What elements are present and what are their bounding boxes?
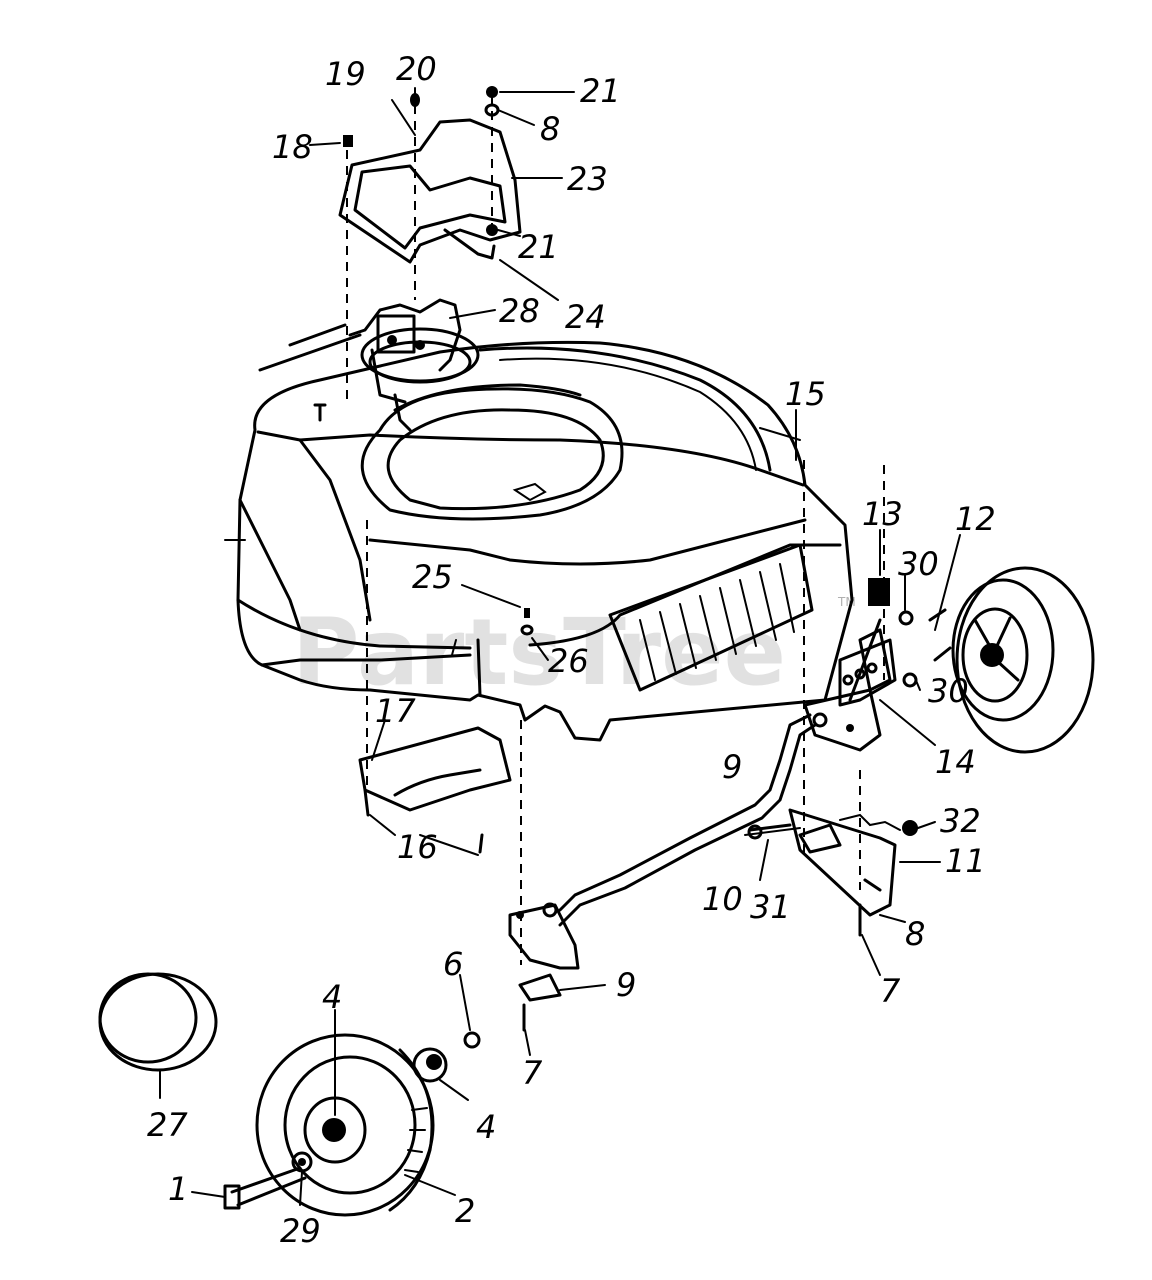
callout-13: 13 [862, 495, 903, 533]
callout-labels: 1 2 4 4 6 7 7 8 8 9 9 10 11 12 13 14 15 … [147, 50, 996, 1250]
front-flap [358, 726, 512, 854]
callout-6: 6 [443, 945, 463, 983]
callout-19: 19 [325, 55, 366, 93]
leader-lines [159, 87, 961, 1206]
callout-26: 26 [548, 642, 589, 680]
callout-30-top: 30 [898, 545, 939, 583]
callout-21-top: 21 [580, 72, 621, 110]
callout-24: 24 [565, 298, 606, 336]
callout-18: 18 [272, 128, 313, 166]
callout-25: 25 [412, 558, 453, 596]
watermark-text: PartsTree [292, 599, 786, 706]
bushing [412, 1031, 481, 1083]
callout-15: 15 [785, 375, 826, 413]
callout-8-rear: 8 [905, 915, 925, 953]
callout-11: 11 [945, 842, 986, 880]
callout-10: 10 [702, 880, 743, 918]
callout-9-front: 9 [616, 966, 636, 1004]
callout-32: 32 [940, 802, 981, 840]
callout-7-front: 7 [522, 1054, 543, 1092]
mower-deck [236, 340, 854, 742]
callout-29: 29 [280, 1212, 321, 1250]
callout-4-bushing: 4 [476, 1108, 496, 1146]
callout-28: 28 [499, 292, 540, 330]
axle-rod [558, 713, 817, 927]
rear-wheel [898, 566, 1095, 754]
callout-2: 2 [455, 1192, 475, 1230]
callout-12: 12 [955, 500, 996, 538]
callout-16: 16 [397, 828, 438, 866]
callout-9-rear: 9 [722, 748, 742, 786]
height-adjuster [838, 578, 897, 707]
engine-mount [258, 298, 480, 432]
callout-8-top: 8 [540, 110, 560, 148]
rear-shield [338, 118, 522, 264]
rear-bracket [747, 688, 918, 917]
callout-27: 27 [147, 1106, 188, 1144]
axle-bolt [223, 1166, 307, 1210]
callout-21-shield: 21 [518, 228, 559, 266]
callout-7-rear: 7 [880, 972, 901, 1010]
callout-14: 14 [935, 743, 976, 781]
callout-1: 1 [168, 1170, 188, 1208]
callout-17: 17 [375, 692, 416, 730]
callout-31: 31 [750, 888, 791, 926]
callout-20: 20 [396, 50, 437, 88]
callout-4-wheel: 4 [322, 978, 342, 1016]
hubcap [98, 972, 218, 1072]
callout-23: 23 [567, 160, 608, 198]
front-wheel [255, 1033, 435, 1217]
front-bracket [508, 902, 862, 1032]
callout-30-bottom: 30 [928, 672, 969, 710]
